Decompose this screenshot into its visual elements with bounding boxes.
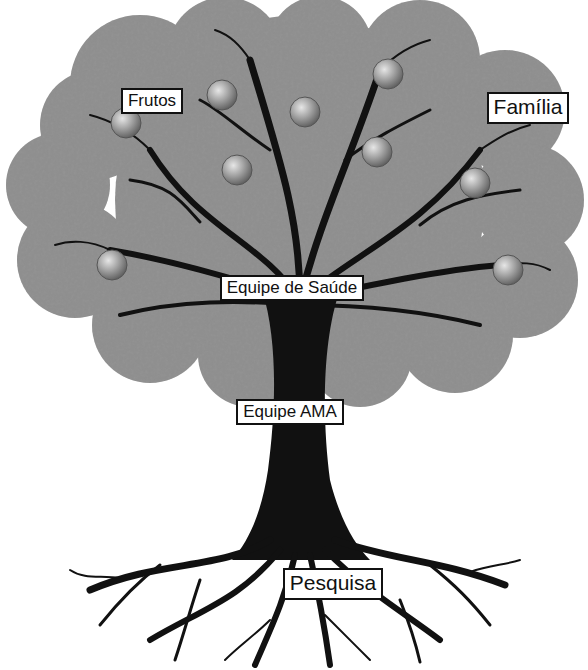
label-box: Frutos	[121, 88, 183, 115]
fruit	[97, 59, 523, 285]
label-text: Pesquisa	[290, 571, 376, 595]
label-box: Pesquisa	[283, 568, 383, 599]
tree-trunk	[232, 290, 370, 560]
tree-branches	[55, 30, 550, 325]
label-text: Família	[494, 95, 563, 119]
label-text: Equipe AMA	[243, 402, 337, 422]
tree-roots	[70, 540, 520, 665]
label-box: Equipe AMA	[236, 399, 344, 426]
label-box: Equipe de Saúde	[220, 275, 364, 302]
label-text: Frutos	[128, 91, 176, 111]
label-text: Equipe de Saúde	[227, 278, 357, 298]
label-box: Família	[487, 92, 570, 123]
